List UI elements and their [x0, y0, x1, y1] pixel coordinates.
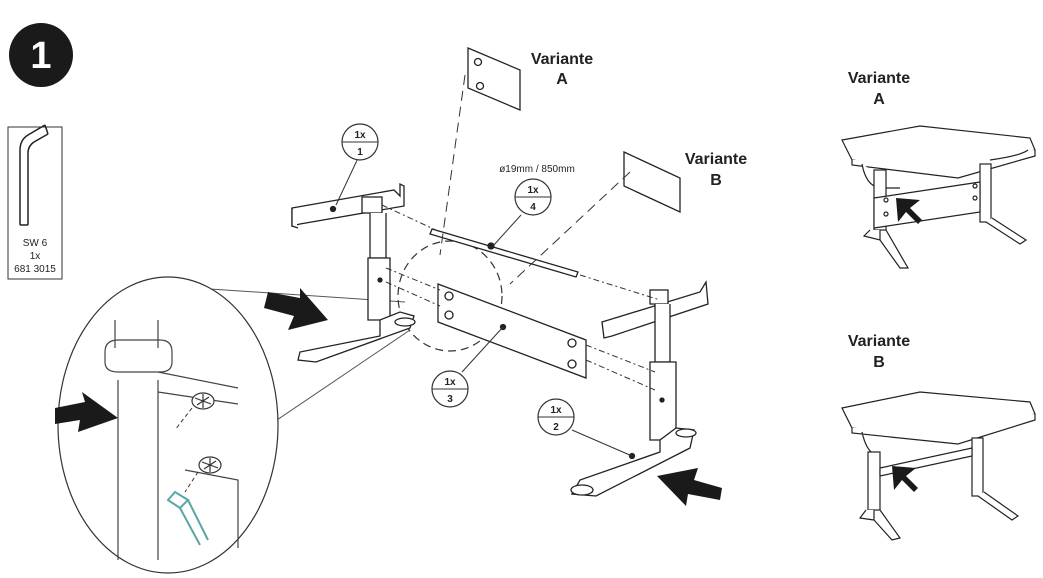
part-qty: 1x: [444, 377, 456, 388]
tool-box: SW 6 1x 681 3015: [7, 124, 63, 280]
guide-lines: [381, 74, 661, 391]
step-number: 1: [30, 35, 51, 77]
left-leg-assembly: [291, 182, 416, 363]
right-leg-assembly: [570, 279, 709, 497]
push-arrow-icon: [657, 468, 722, 506]
side-variant-b-letter: B: [873, 354, 885, 371]
part-id: 4: [530, 202, 536, 213]
part-callout-1: 1x 1: [335, 123, 379, 206]
variant-a-word: Variante: [531, 51, 593, 68]
rod: [429, 228, 579, 278]
variant-b-word: Variante: [685, 151, 747, 168]
part-qty: 1x: [527, 185, 539, 196]
push-arrow-icon: [55, 392, 118, 432]
hex-key-detail-icon: [166, 490, 209, 546]
push-arrow-icon: [264, 288, 328, 330]
dashed-callout-circle: [397, 240, 503, 352]
push-arrow-icon: [896, 198, 922, 224]
crossbar-panel: [437, 283, 587, 379]
side-variant-a-letter: A: [873, 91, 885, 108]
rod-spec-label: ø19mm / 850mm: [499, 164, 575, 175]
push-arrow-icon: [892, 466, 918, 492]
tool-part-number: 681 3015: [14, 264, 56, 275]
tool-size: SW 6: [23, 238, 48, 249]
bolt-icon: [198, 456, 222, 474]
side-variant-b-word: Variante: [848, 333, 910, 350]
part-id: 1: [357, 147, 363, 158]
tool-quantity: 1x: [30, 251, 41, 262]
part-qty: 1x: [550, 405, 562, 416]
variant-a-panel-main: [467, 47, 521, 111]
part-callout-4: 1x 4: [492, 178, 552, 247]
detail-magnifier: [55, 276, 411, 574]
part-callout-3: 1x 3: [431, 326, 504, 408]
part-callout-2: 1x 2: [537, 398, 633, 457]
variant-b-panel-main: [623, 150, 681, 214]
bolt-icon: [191, 392, 215, 410]
step-badge: 1: [9, 23, 73, 87]
desk-thumbnail-variant-b: [841, 391, 1036, 541]
part-id: 2: [553, 422, 559, 433]
part-id: 3: [447, 394, 453, 405]
variant-b-letter: B: [710, 172, 722, 189]
hex-key-icon: [19, 124, 49, 226]
desk-thumbnail-variant-a: [841, 125, 1036, 269]
side-variant-a-word: Variante: [848, 70, 910, 87]
variant-a-letter: A: [556, 71, 568, 88]
part-qty: 1x: [354, 130, 366, 141]
